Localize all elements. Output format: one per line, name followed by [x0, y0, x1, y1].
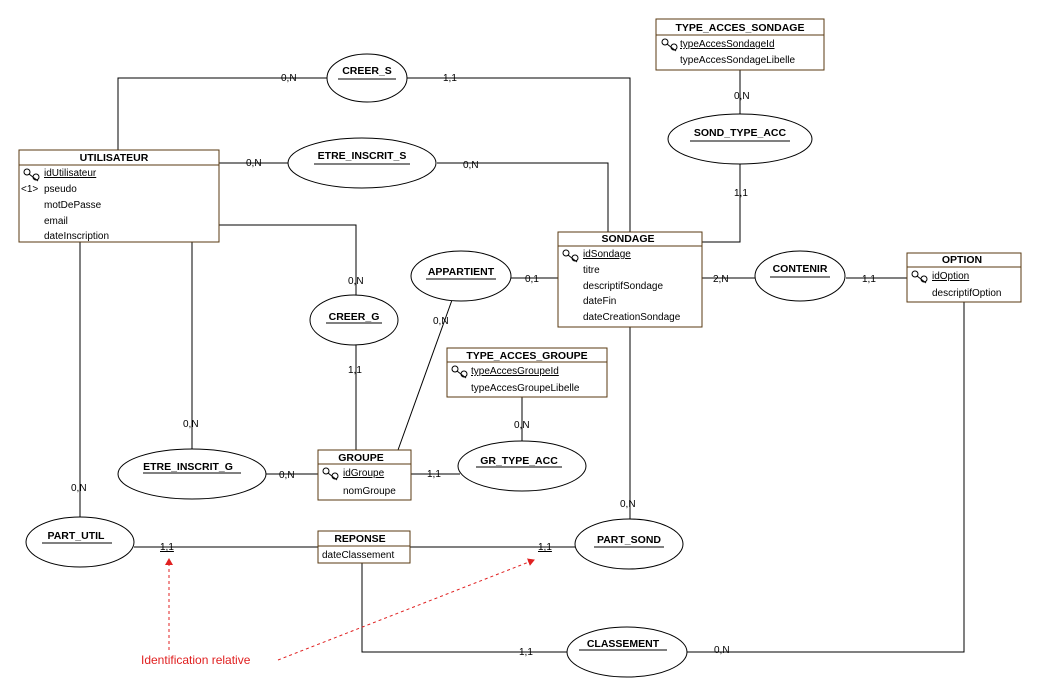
- cardinality-label: 1,1: [427, 469, 441, 480]
- entity-title: SONDAGE: [601, 233, 654, 245]
- cardinality-label: 1,1: [160, 542, 174, 553]
- unique-marker: <1>: [21, 184, 38, 195]
- entity-attribute: motDePasse: [44, 200, 102, 211]
- entity-title: OPTION: [942, 254, 982, 266]
- relation-etre-inscrit-g: ETRE_INSCRIT_G: [117, 448, 267, 500]
- cardinality-label: 0,N: [71, 483, 87, 494]
- entity-utilisateur: UTILISATEUR idUtilisateur <1> pseudo mot…: [18, 149, 220, 243]
- relation-etre-inscrit-s: ETRE_INSCRIT_S: [287, 137, 437, 189]
- cardinality-label: 0,N: [246, 158, 262, 169]
- entity-title: REPONSE: [334, 533, 385, 545]
- relation-gr-type-acc: GR_TYPE_ACC: [457, 440, 587, 492]
- entity-title: TYPE_ACCES_SONDAGE: [676, 22, 805, 34]
- relation-contenir: CONTENIR: [754, 250, 846, 302]
- relation-label: GR_TYPE_ACC: [480, 455, 558, 467]
- relation-classement: CLASSEMENT: [566, 626, 688, 678]
- link-creer-s-utilisateur: [117, 77, 327, 150]
- cardinality-label: 0,N: [433, 316, 449, 327]
- relation-creer-g: CREER_G: [309, 294, 399, 346]
- entity-key-attribute: idUtilisateur: [44, 168, 97, 179]
- cardinality-label: 0,N: [714, 645, 730, 656]
- link-sond-type-acc-sondage: [702, 164, 741, 243]
- cardinality-label: 1,1: [443, 73, 457, 84]
- entity-sondage: SONDAGE idSondage titre descriptifSondag…: [557, 231, 703, 328]
- cardinality-label: 1,1: [348, 365, 362, 376]
- relation-creer-s: CREER_S: [326, 53, 408, 103]
- annotation-text: Identification relative: [141, 653, 251, 667]
- entity-attribute: dateClassement: [322, 550, 394, 561]
- cardinality-label: 0,N: [183, 419, 199, 430]
- relation-label: ETRE_INSCRIT_S: [318, 150, 407, 162]
- entity-key-attribute: idSondage: [583, 249, 631, 260]
- entity-attribute: dateCreationSondage: [583, 312, 681, 323]
- entity-attribute: titre: [583, 265, 600, 276]
- link-classement-option: [687, 302, 965, 653]
- relation-sond-type-acc: SOND_TYPE_ACC: [667, 113, 813, 165]
- entity-key-attribute: typeAccesGroupeId: [471, 366, 559, 377]
- entity-groupe: GROUPE idGroupe nomGroupe: [317, 449, 412, 501]
- key-icon: [562, 249, 579, 263]
- entity-type-acces-sondage: TYPE_ACCES_SONDAGE typeAccesSondageId ty…: [655, 18, 825, 71]
- entity-attribute: typeAccesGroupeLibelle: [471, 383, 580, 394]
- entity-attribute: email: [44, 216, 68, 227]
- entity-key-attribute: typeAccesSondageId: [680, 39, 775, 50]
- relation-label: CREER_G: [329, 311, 380, 323]
- cardinality-label: 0,N: [348, 276, 364, 287]
- link-creer-g-utilisateur: [219, 224, 357, 296]
- entity-option: OPTION idOption descriptifOption: [906, 252, 1022, 303]
- relation-label: APPARTIENT: [428, 266, 495, 278]
- link-classement-reponse: [361, 563, 567, 653]
- entity-attribute: nomGroupe: [343, 486, 396, 497]
- entity-title: GROUPE: [338, 452, 384, 464]
- entity-attribute: pseudo: [44, 184, 77, 195]
- cardinality-label: 0,1: [525, 274, 539, 285]
- key-icon: [23, 168, 40, 182]
- relation-label: PART_UTIL: [48, 530, 106, 542]
- entity-title: TYPE_ACCES_GROUPE: [466, 350, 587, 362]
- cardinalities: 0,N 1,1 0,N 0,N 0,N 1,1 0,1 0,N 2,N 1,1 …: [71, 73, 876, 658]
- entity-attribute: dateFin: [583, 296, 616, 307]
- cardinality-label: 0,N: [514, 420, 530, 431]
- cardinality-label: 0,N: [734, 91, 750, 102]
- connector-lines: [79, 70, 965, 653]
- relation-part-sond: PART_SOND: [574, 518, 684, 570]
- key-icon: [661, 38, 678, 52]
- cardinality-label: 1,1: [538, 542, 552, 553]
- link-etre-inscrit-s-sondage: [437, 162, 609, 232]
- entity-attribute: descriptifSondage: [583, 281, 663, 292]
- link-creer-s-sondage: [407, 77, 631, 232]
- relation-label: CLASSEMENT: [587, 638, 660, 650]
- cardinality-label: 0,N: [620, 499, 636, 510]
- link-appartient-groupe: [397, 299, 453, 451]
- cardinality-label: 1,1: [862, 274, 876, 285]
- cardinality-label: 0,N: [281, 73, 297, 84]
- relation-appartient: APPARTIENT: [410, 250, 512, 302]
- relation-label: CREER_S: [342, 65, 392, 77]
- entity-attribute: typeAccesSondageLibelle: [680, 55, 796, 66]
- relation-label: PART_SOND: [597, 534, 661, 546]
- relation-label: SOND_TYPE_ACC: [694, 127, 787, 139]
- entity-type-acces-groupe: TYPE_ACCES_GROUPE typeAccesGroupeId type…: [446, 347, 608, 398]
- entity-key-attribute: idOption: [932, 271, 969, 282]
- cardinality-label: 1,1: [519, 647, 533, 658]
- key-icon: [451, 365, 468, 379]
- entity-attribute: descriptifOption: [932, 288, 1001, 299]
- cardinality-label: 0,N: [463, 160, 479, 171]
- identification-relative-annotation: Identification relative: [141, 558, 535, 667]
- cardinality-label: 1,1: [734, 188, 748, 199]
- key-icon: [322, 467, 339, 481]
- key-icon: [911, 270, 928, 284]
- cardinality-label: 2,N: [713, 274, 729, 285]
- entity-attribute: dateInscription: [44, 231, 109, 242]
- entity-key-attribute: idGroupe: [343, 468, 385, 479]
- entity-title: UTILISATEUR: [80, 152, 149, 164]
- relation-label: CONTENIR: [773, 263, 828, 275]
- cardinality-label: 0,N: [279, 470, 295, 481]
- relation-part-util: PART_UTIL: [25, 516, 135, 568]
- relation-label: ETRE_INSCRIT_G: [143, 461, 233, 473]
- entity-reponse: REPONSE dateClassement: [317, 530, 411, 564]
